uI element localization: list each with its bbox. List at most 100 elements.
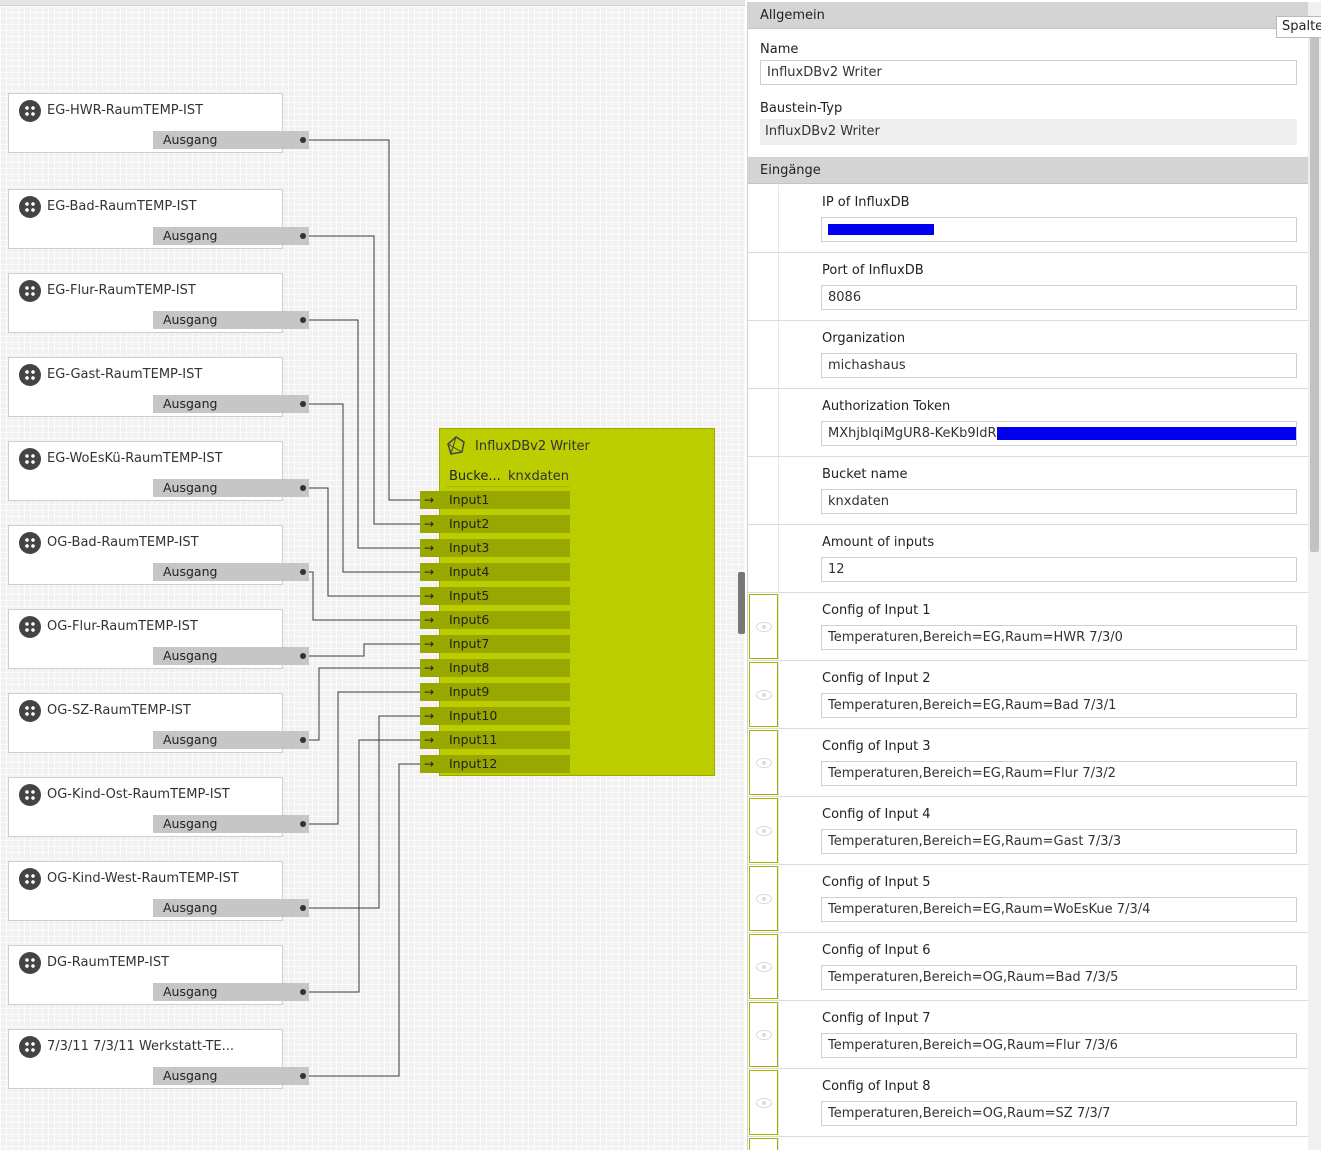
output-connector-dot[interactable] — [300, 401, 306, 407]
output-port[interactable]: Ausgang — [153, 983, 309, 1001]
column-tooltip: Spalte — [1276, 16, 1321, 38]
writer-input-port[interactable]: →Input11 — [420, 731, 570, 749]
redacted-token — [996, 427, 1296, 440]
output-port-label: Ausgang — [163, 648, 218, 663]
input-row-field[interactable]: Temperaturen,Bereich=EG,Raum=Bad 7/3/1 — [821, 693, 1297, 718]
output-port[interactable]: Ausgang — [153, 899, 309, 917]
output-port[interactable]: Ausgang — [153, 731, 309, 749]
visibility-eye-icon[interactable] — [749, 662, 778, 727]
input-port-label: Input8 — [449, 660, 490, 675]
input-row-field[interactable]: michashaus — [821, 353, 1297, 378]
visibility-eye-icon[interactable] — [749, 934, 778, 999]
writer-input-port[interactable]: →Input7 — [420, 635, 570, 653]
panel-scrollbar-thumb[interactable] — [1310, 32, 1319, 552]
writer-input-port[interactable]: →Input12 — [420, 755, 570, 773]
section-header-general[interactable]: Allgemein — [748, 2, 1308, 29]
output-connector-dot[interactable] — [300, 653, 306, 659]
connection-wire — [294, 319, 433, 549]
input-row-field[interactable] — [821, 217, 1297, 242]
source-node-title: EG-HWR-RaumTEMP-IST — [47, 103, 204, 118]
output-connector-dot[interactable] — [300, 821, 306, 827]
source-node-title: 7/3/11 7/3/11 Werkstatt-TE... — [47, 1039, 234, 1054]
source-node[interactable]: OG-Kind-West-RaumTEMP-IST Ausgang — [8, 861, 309, 921]
block-type-value: InfluxDBv2 Writer — [760, 119, 1297, 145]
input-row-field[interactable]: Temperaturen,Bereich=EG,Raum=Flur 7/3/2 — [821, 761, 1297, 786]
visibility-eye-icon[interactable] — [749, 1002, 778, 1067]
source-node[interactable]: EG-WoEsKü-RaumTEMP-IST Ausgang — [8, 441, 309, 501]
writer-input-port[interactable]: →Input1 — [420, 491, 570, 509]
visibility-eye-icon[interactable] — [749, 730, 778, 795]
output-port[interactable]: Ausgang — [153, 815, 309, 833]
output-port[interactable]: Ausgang — [153, 227, 309, 245]
source-node[interactable]: EG-HWR-RaumTEMP-IST Ausgang — [8, 93, 309, 153]
output-connector-dot[interactable] — [300, 905, 306, 911]
output-port[interactable]: Ausgang — [153, 563, 309, 581]
input-row-field[interactable]: Temperaturen,Bereich=EG,Raum=Gast 7/3/3 — [821, 829, 1297, 854]
writer-param-name: Bucke... — [449, 469, 501, 484]
writer-input-port[interactable]: →Input9 — [420, 683, 570, 701]
writer-input-port[interactable]: →Input2 — [420, 515, 570, 533]
visibility-eye-icon[interactable] — [749, 798, 778, 863]
section-header-inputs[interactable]: Eingänge — [748, 157, 1308, 184]
output-connector-dot[interactable] — [300, 485, 306, 491]
input-arrow-icon: → — [423, 757, 435, 771]
input-row-value: Temperaturen,Bereich=EG,Raum=Bad 7/3/1 — [828, 698, 1117, 713]
input-port-label: Input7 — [449, 636, 490, 651]
input-row-field[interactable]: Temperaturen,Bereich=OG,Raum=SZ 7/3/7 — [821, 1101, 1297, 1126]
writer-input-port[interactable]: →Input10 — [420, 707, 570, 725]
panel-scrollbar[interactable] — [1308, 2, 1321, 1150]
output-connector-dot[interactable] — [300, 737, 306, 743]
redacted-ip — [828, 224, 934, 235]
input-row-field[interactable]: Temperaturen,Bereich=OG,Raum=Bad 7/3/5 — [821, 965, 1297, 990]
source-node-title: EG-WoEsKü-RaumTEMP-IST — [47, 451, 223, 466]
properties-panel: Allgemein Name InfluxDBv2 Writer Baustei… — [747, 2, 1308, 1150]
visibility-eye-icon[interactable] — [749, 1070, 778, 1135]
output-connector-dot[interactable] — [300, 317, 306, 323]
output-port[interactable]: Ausgang — [153, 1067, 309, 1085]
writer-input-port[interactable]: →Input8 — [420, 659, 570, 677]
output-port[interactable]: Ausgang — [153, 311, 309, 329]
output-connector-dot[interactable] — [300, 137, 306, 143]
output-connector-dot[interactable] — [300, 1073, 306, 1079]
knx-object-icon — [19, 532, 41, 554]
output-port[interactable]: Ausgang — [153, 647, 309, 665]
input-row-label: IP of InfluxDB — [822, 195, 910, 210]
output-connector-dot[interactable] — [300, 569, 306, 575]
input-row-field[interactable]: Temperaturen,Bereich=OG,Raum=Flur 7/3/6 — [821, 1033, 1297, 1058]
visibility-eye-icon[interactable] — [749, 594, 778, 659]
input-row-field[interactable]: 8086 — [821, 285, 1297, 310]
input-row-field[interactable]: Temperaturen,Bereich=EG,Raum=HWR 7/3/0 — [821, 625, 1297, 650]
writer-input-port[interactable]: →Input5 — [420, 587, 570, 605]
name-input[interactable]: InfluxDBv2 Writer — [760, 60, 1297, 85]
input-row-field[interactable]: 12 — [821, 557, 1297, 582]
writer-input-port[interactable]: →Input3 — [420, 539, 570, 557]
source-node-title: OG-Kind-West-RaumTEMP-IST — [47, 871, 239, 886]
row-gutter — [748, 865, 779, 933]
writer-input-port[interactable]: →Input6 — [420, 611, 570, 629]
visibility-eye-icon[interactable] — [749, 1138, 778, 1150]
output-connector-dot[interactable] — [300, 989, 306, 995]
input-row-field[interactable]: Temperaturen,Bereich=EG,Raum=WoEsKue 7/3… — [821, 897, 1297, 922]
canvas-splitter-handle[interactable] — [738, 572, 745, 634]
output-connector-dot[interactable] — [300, 233, 306, 239]
writer-input-port[interactable]: →Input4 — [420, 563, 570, 581]
source-node[interactable]: 7/3/11 7/3/11 Werkstatt-TE... Ausgang — [8, 1029, 309, 1089]
visibility-eye-icon[interactable] — [749, 866, 778, 931]
writer-param-value: knxdaten — [508, 469, 570, 484]
output-port[interactable]: Ausgang — [153, 395, 309, 413]
input-row-field[interactable]: MXhjblqiMgUR8-KeKb9ldR — [821, 421, 1297, 446]
output-port[interactable]: Ausgang — [153, 131, 309, 149]
output-port[interactable]: Ausgang — [153, 479, 309, 497]
input-row-field[interactable]: knxdaten — [821, 489, 1297, 514]
input-arrow-icon: → — [423, 541, 435, 555]
